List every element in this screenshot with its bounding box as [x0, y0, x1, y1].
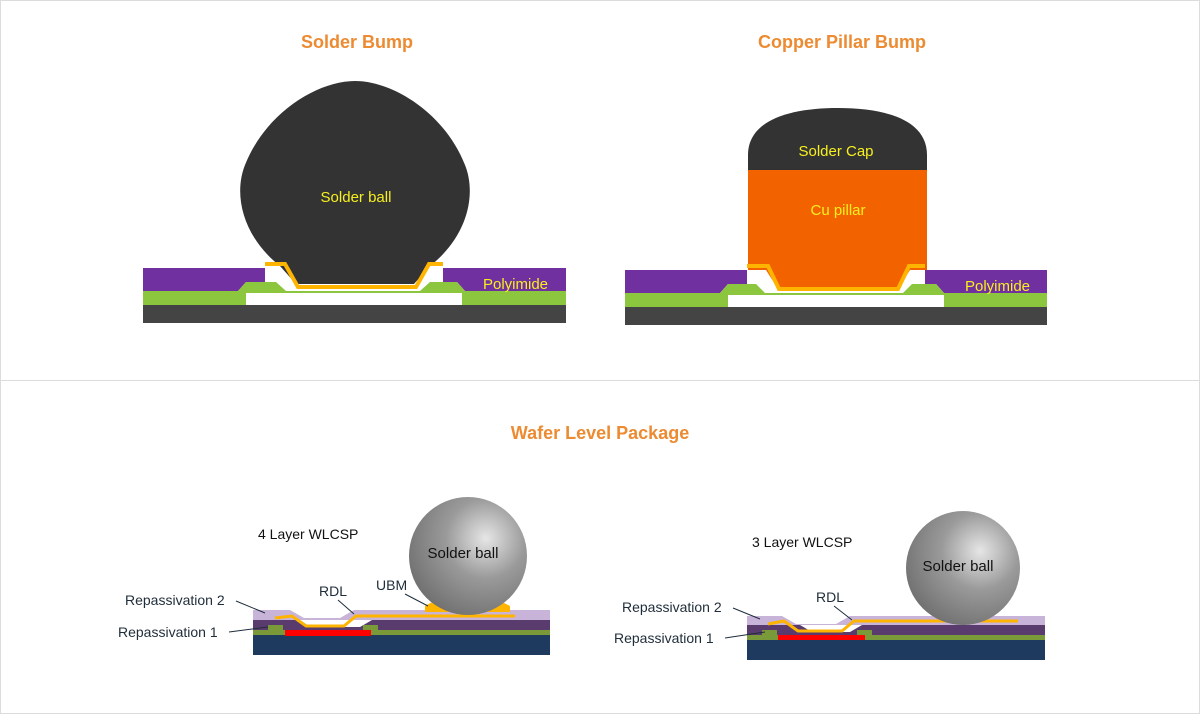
rdl-trace: [274, 614, 515, 628]
repassivation-2-label: Repassivation 2: [622, 599, 722, 615]
substrate-layer: [625, 307, 1047, 325]
via-edges: [268, 625, 378, 630]
passivation-layer: [747, 635, 1045, 640]
solder-ball-shape: [240, 81, 470, 284]
repassivation-1-label: Repassivation 1: [614, 630, 714, 646]
wlcsp-3-layer-diagram: 3 Layer WLCSP Solder ball RDL Repassivat…: [614, 511, 1045, 660]
copper-pillar-diagram: Solder Cap Cu pillar Polyimide: [625, 108, 1047, 325]
wlcsp-4-title: 4 Layer WLCSP: [258, 526, 358, 542]
ubm-layer: [747, 264, 925, 291]
cu-pillar-shape: [748, 170, 927, 270]
solder-ball: [906, 511, 1020, 625]
passivation-step-right: [420, 282, 465, 291]
cu-pillar-label: Cu pillar: [810, 202, 865, 219]
polyimide-left: [143, 268, 265, 291]
polyimide-right: [443, 268, 566, 291]
polyimide-label: Polyimide: [965, 278, 1030, 295]
aluminum-pad: [778, 633, 865, 640]
copper-pillar-title: Copper Pillar Bump: [757, 32, 927, 52]
rdl-label: RDL: [816, 589, 844, 605]
polyimide-label: Polyimide: [483, 276, 548, 293]
solder-bump-diagram: Solder ball Polyimide: [143, 81, 566, 323]
metal-pad: [728, 295, 944, 307]
repassivation-2-leader: [235, 600, 266, 614]
aluminum-pad: [285, 629, 371, 636]
repassivation-1-leader: [228, 626, 269, 633]
metal-pad: [246, 293, 462, 305]
passivation-layer: [253, 630, 550, 635]
rdl-label: RDL: [319, 583, 347, 599]
repassivation-2-leader: [732, 607, 761, 620]
rdl-trace: [767, 619, 1018, 633]
polyimide-left: [625, 270, 747, 293]
solder-ball-label: Solder ball: [321, 189, 392, 206]
wafer-substrate: [253, 635, 550, 655]
cu-pillar-foot: [766, 270, 910, 289]
solder-cap-shape: [748, 108, 927, 170]
repassivation-2-label: Repassivation 2: [125, 592, 225, 608]
solder-cap-label: Solder Cap: [798, 143, 873, 160]
passivation-step-right: [903, 284, 944, 293]
wafer-substrate: [747, 640, 1045, 660]
polyimide-right: [925, 270, 1047, 293]
wlp-title: Wafer Level Package: [510, 423, 690, 443]
repassivation-1-leader: [724, 631, 766, 639]
ubm-layer: [265, 262, 443, 289]
rdl-leader: [833, 605, 853, 621]
wlcsp-3-title: 3 Layer WLCSP: [752, 534, 852, 550]
passivation-step-left: [238, 282, 286, 291]
repassivation-1-label: Repassivation 1: [118, 624, 218, 640]
ubm-label: UBM: [376, 577, 407, 593]
solder-bump-title: Solder Bump: [300, 32, 414, 52]
passivation-step-left: [720, 284, 765, 293]
substrate-layer: [143, 305, 566, 323]
via-edges: [762, 630, 872, 635]
ubm-leader: [404, 593, 429, 607]
solder-ball-label: Solder ball: [923, 558, 994, 575]
section-divider: [0, 380, 1200, 381]
solder-ball: [409, 497, 527, 615]
wlcsp-4-layer-diagram: 4 Layer WLCSP Solder ball RDL UBM Repass…: [118, 497, 550, 655]
solder-ball-label: Solder ball: [428, 545, 499, 562]
rdl-leader: [337, 599, 355, 615]
